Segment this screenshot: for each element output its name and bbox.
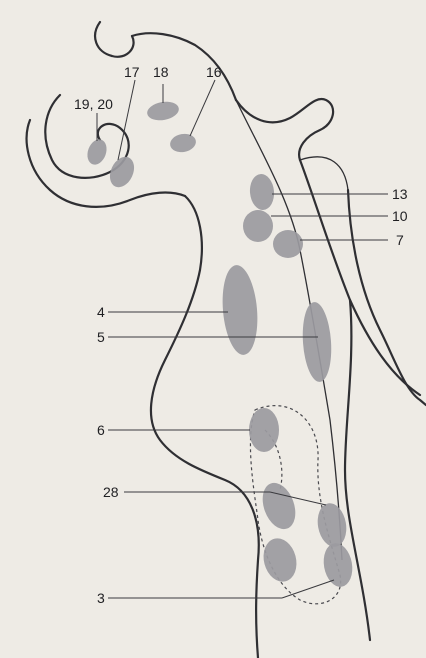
label-6: 6 <box>97 422 105 438</box>
label-18: 18 <box>153 64 169 80</box>
nucleus-10 <box>243 210 273 242</box>
label-13: 13 <box>392 186 408 202</box>
nucleus-6 <box>249 408 279 452</box>
label-5: 5 <box>97 329 105 345</box>
label-7: 7 <box>396 232 404 248</box>
label-4: 4 <box>97 304 105 320</box>
label-16: 16 <box>206 64 222 80</box>
label-28: 28 <box>103 484 119 500</box>
nucleus-7 <box>273 230 303 258</box>
label-3: 3 <box>97 590 105 606</box>
label-19-20: 19, 20 <box>74 96 113 112</box>
label-17: 17 <box>124 64 140 80</box>
label-10: 10 <box>392 208 408 224</box>
